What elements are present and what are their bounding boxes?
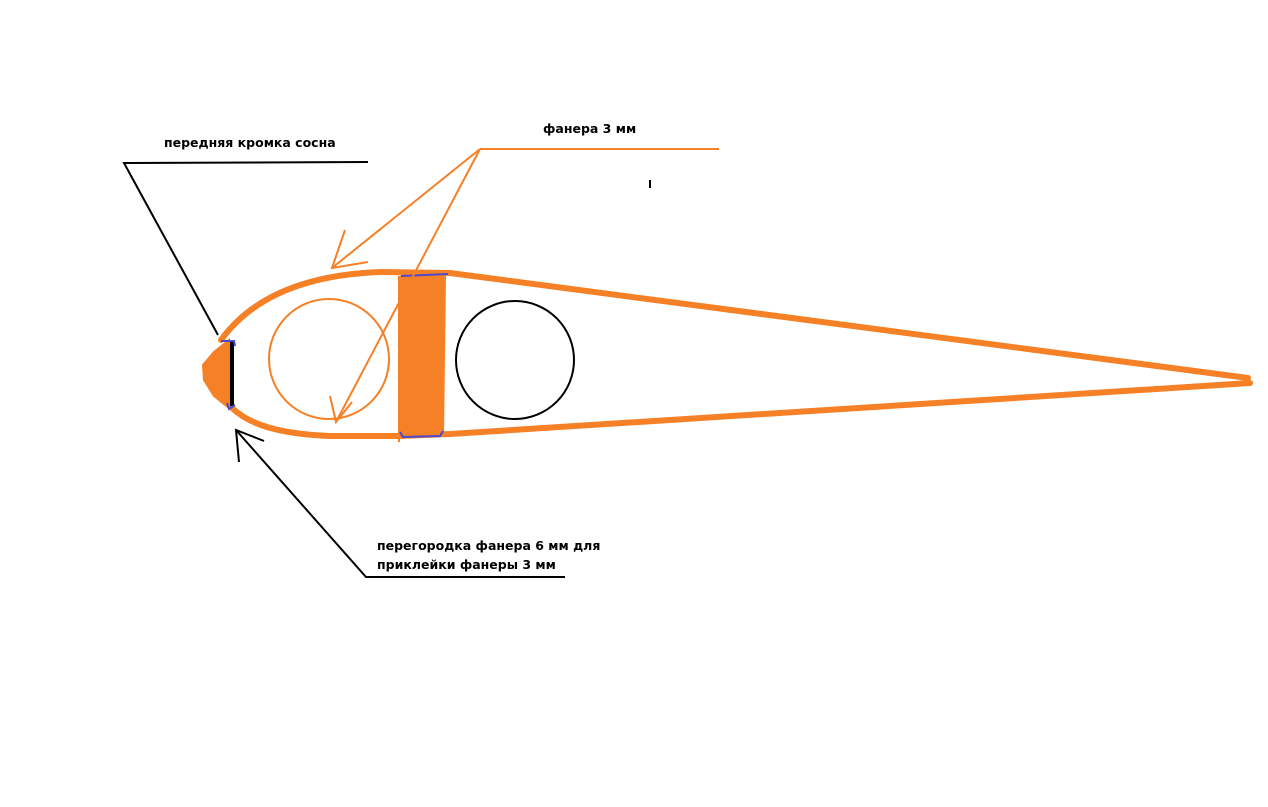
- leading-edge-glue-bottom: [226, 402, 236, 411]
- spar-glue-bottom: [399, 430, 444, 439]
- airfoil-lower-skin: [229, 380, 1253, 439]
- plywood-arrow-upper-head: [330, 229, 369, 270]
- plywood-arrow-lower-head: [329, 395, 353, 425]
- plywood-3mm-label: фанера 3 мм: [543, 121, 636, 136]
- leading-edge-pine: [201, 337, 230, 411]
- leading-edge-glue-top: [221, 340, 236, 347]
- airfoil-upper-skin: [218, 269, 1251, 381]
- spar-block: [399, 275, 446, 437]
- front-lightening-hole: [268, 298, 390, 420]
- spar-glue-top: [400, 273, 449, 277]
- plywood-arrow-lower-shaft: [335, 148, 481, 423]
- plywood-arrow-upper-shaft: [331, 148, 481, 269]
- leading-edge-leader-line: [122, 161, 369, 336]
- leading-edge-label: передняя кромка сосна: [164, 135, 336, 150]
- partition-label-line1: перегородка фанера 6 мм для: [377, 538, 600, 553]
- partition-label-line2: приклейки фанеры 3 мм: [377, 557, 556, 572]
- partition-arrow-head: [234, 428, 265, 463]
- rear-lightening-hole: [455, 300, 575, 420]
- partition-leader-line: [235, 429, 565, 578]
